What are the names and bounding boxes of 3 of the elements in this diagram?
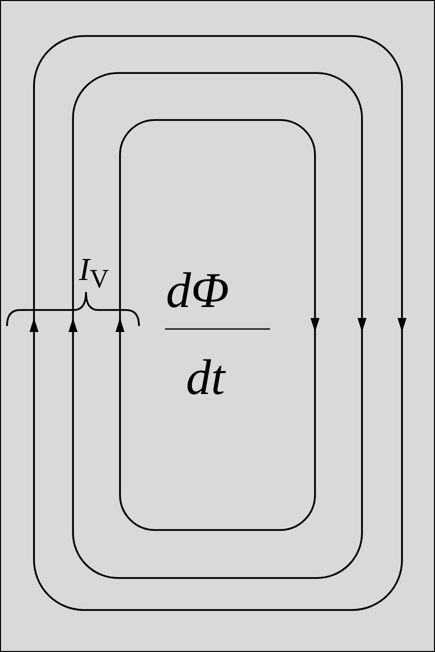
fraction-denominator: dt (186, 352, 225, 402)
current-label: I$_{V}$ (79, 253, 109, 292)
fraction-numerator: dΦ (166, 265, 230, 315)
